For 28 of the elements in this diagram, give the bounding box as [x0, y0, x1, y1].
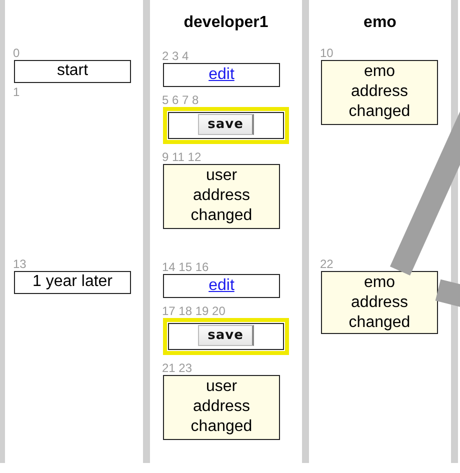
step-number: 1 — [13, 85, 20, 99]
label-box: start — [14, 60, 131, 83]
highlighted-frame — [163, 318, 289, 355]
step-number: 0 — [13, 46, 20, 60]
step-number: 2 3 4 — [162, 49, 189, 63]
step-number: 14 15 16 — [162, 260, 209, 274]
event-note: emo address changed — [321, 271, 438, 334]
step-number: 9 11 12 — [162, 150, 202, 164]
highlighted-frame — [163, 107, 289, 144]
link: edit — [208, 277, 234, 294]
link-box — [163, 63, 280, 87]
step-number: 21 23 — [162, 361, 192, 375]
step-number: 17 18 19 20 — [162, 304, 226, 318]
event-note: user address changed — [163, 375, 280, 440]
step-number: 10 — [320, 46, 334, 60]
save-button: save — [198, 114, 254, 135]
event-note: emo address changed — [321, 60, 438, 125]
save-button: save — [198, 325, 254, 346]
step-number: 5 6 7 8 — [162, 93, 199, 107]
lane-header: emo — [362, 14, 398, 32]
step-number: 22 — [320, 257, 334, 271]
connector-band — [435, 279, 460, 309]
event-note: user address changed — [163, 164, 280, 229]
link: edit — [208, 66, 234, 83]
lane-header: developer1 — [182, 14, 270, 32]
step-number: 13 — [13, 257, 26, 271]
link-box — [163, 274, 280, 298]
label-box: 1 year later — [14, 271, 131, 294]
